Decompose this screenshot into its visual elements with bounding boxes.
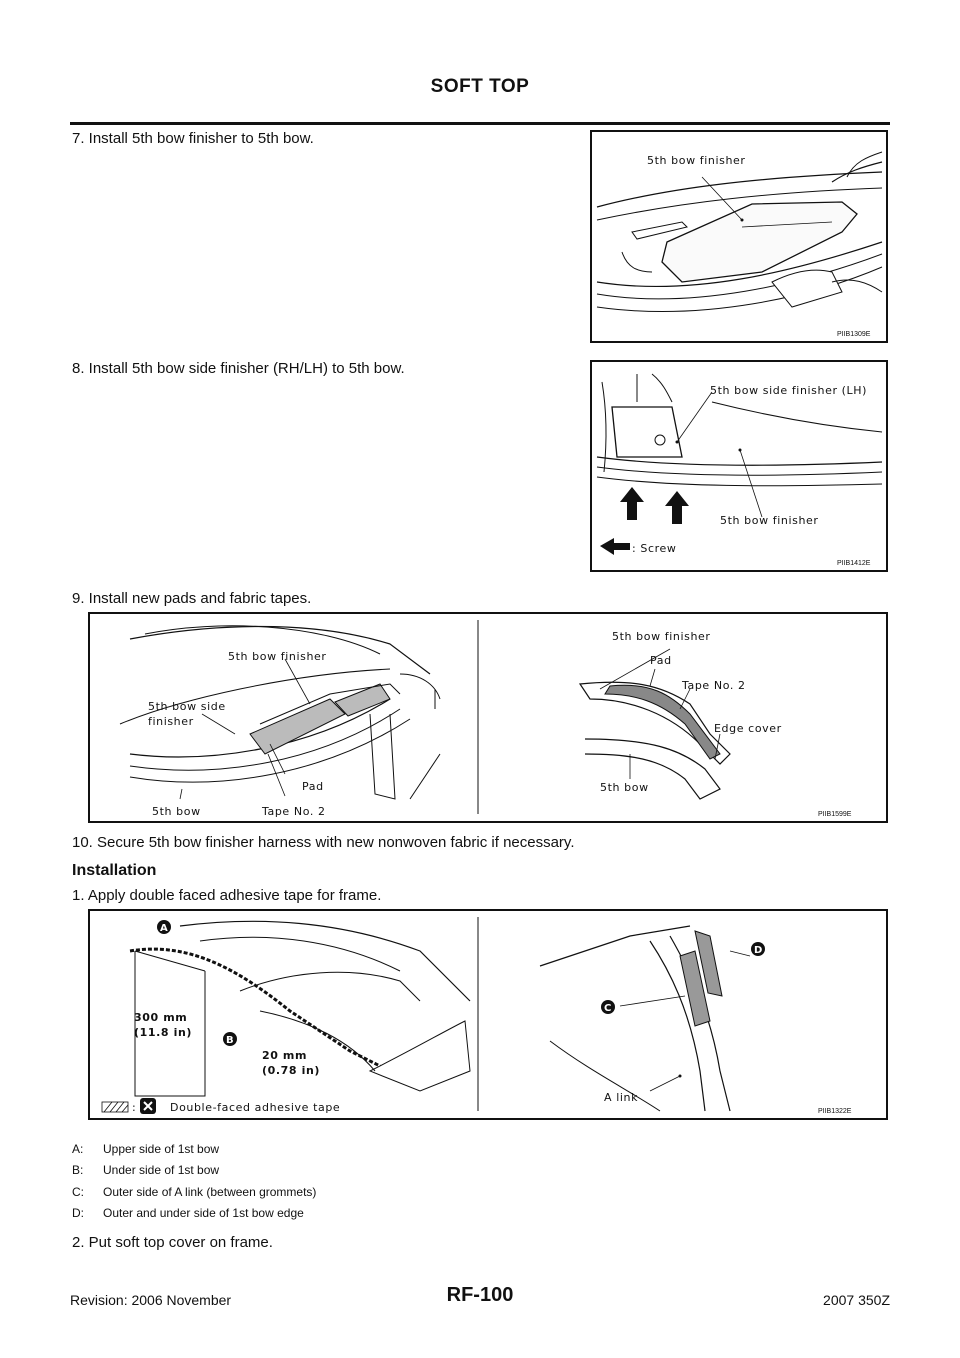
- legend-text: Outer side of A link (between grommets): [103, 1185, 317, 1199]
- legend-text: Outer and under side of 1st bow edge: [103, 1206, 304, 1220]
- legend-text: Under side of 1st bow: [103, 1163, 220, 1177]
- legend-key: A:: [72, 1142, 84, 1156]
- step-7: 7. Install 5th bow finisher to 5th bow.: [72, 130, 314, 147]
- footer-revision: Revision: 2006 November: [70, 1292, 232, 1308]
- label-side-finisher-2: finisher: [148, 715, 194, 728]
- legend-item: A: Upper side of 1st bow: [72, 1142, 219, 1156]
- label-pad-right: Pad: [650, 654, 672, 667]
- legend-text: Upper side of 1st bow: [103, 1142, 220, 1156]
- marker-b: B: [226, 1035, 234, 1046]
- label-5th-bow-finisher: 5th bow finisher: [720, 514, 819, 527]
- header-rule: [70, 122, 890, 125]
- dim-0-78in: (0.78 in): [262, 1064, 320, 1077]
- legend-key: D:: [72, 1206, 84, 1220]
- label-pad-left: Pad: [302, 780, 324, 793]
- figure-5th-bow-finisher: 5th bow finisher PIIB1309E: [590, 130, 888, 343]
- page-title: SOFT TOP: [430, 76, 530, 97]
- dim-300mm: 300 mm: [134, 1011, 187, 1024]
- legend-key: C:: [72, 1185, 84, 1199]
- label-tape-left: Tape No. 2: [261, 805, 326, 818]
- marker-a: A: [160, 923, 168, 934]
- label-screw: : Screw: [632, 542, 676, 555]
- label-5th-bow-finisher-right: 5th bow finisher: [612, 630, 711, 643]
- installation-heading: Installation: [72, 862, 157, 879]
- legend-key: B:: [72, 1163, 84, 1177]
- step-10: 10. Secure 5th bow finisher harness with…: [72, 834, 575, 851]
- dim-11-8in: (11.8 in): [134, 1026, 192, 1039]
- label-edge-cover: Edge cover: [714, 722, 782, 735]
- legend-item: D: Outer and under side of 1st bow edge: [72, 1206, 304, 1220]
- installation-step-1: 1. Apply double faced adhesive tape for …: [72, 887, 382, 904]
- step-8: 8. Install 5th bow side finisher (RH/LH)…: [72, 360, 405, 377]
- legend-text: Double-faced adhesive tape: [170, 1101, 340, 1114]
- marker-c: C: [604, 1003, 612, 1014]
- label-a-link: A link: [604, 1091, 638, 1104]
- label-5th-bow-finisher-left: 5th bow finisher: [228, 650, 327, 663]
- figure-code: PIIB1412E: [837, 560, 871, 567]
- step-9: 9. Install new pads and fabric tapes.: [72, 590, 312, 607]
- legend-item: B: Under side of 1st bow: [72, 1163, 219, 1177]
- installation-step-2: 2. Put soft top cover on frame.: [72, 1234, 273, 1251]
- dim-20mm: 20 mm: [262, 1049, 307, 1062]
- label-5th-bow-finisher: 5th bow finisher: [647, 154, 746, 167]
- figure-code: PIIB1322E: [818, 1108, 852, 1115]
- figure-code: PIIB1309E: [837, 331, 871, 338]
- figure-5th-bow-side-finisher: 5th bow side finisher (LH) 5th bow finis…: [590, 360, 888, 572]
- label-tape-right: Tape No. 2: [681, 679, 746, 692]
- label-side-finisher-1: 5th bow side: [148, 700, 226, 713]
- page-number: RF-100: [446, 1284, 514, 1306]
- figure-code: PIIB1599E: [818, 811, 852, 818]
- label-5th-bow-right: 5th bow: [600, 781, 649, 794]
- label-5th-bow-left: 5th bow: [152, 805, 201, 818]
- marker-d: D: [754, 945, 763, 956]
- legend-colon: :: [132, 1101, 136, 1114]
- legend-item: C: Outer side of A link (between grommet…: [72, 1185, 316, 1199]
- footer-model: 2007 350Z: [823, 1292, 890, 1308]
- label-side-finisher-lh: 5th bow side finisher (LH): [710, 384, 867, 397]
- figure-adhesive-tape: A B 300 mm (11.8 in) 20 mm (0.78 in) : D…: [88, 909, 888, 1120]
- figure-pads-and-tapes: 5th bow finisher 5th bow side finisher P…: [88, 612, 888, 823]
